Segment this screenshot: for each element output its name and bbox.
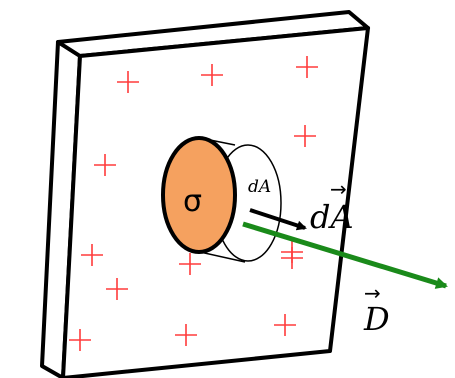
charged-disc: [161, 136, 237, 254]
sigma-label: σ: [183, 184, 202, 219]
gaussian-pillbox: [161, 136, 282, 263]
plus-charge: [117, 71, 139, 93]
plus-charge: [201, 64, 223, 86]
dA-vector-label: dA: [310, 198, 354, 236]
D-vector-arrow-accent: →: [364, 281, 381, 305]
plus-charge: [69, 329, 91, 351]
plus-charge: [179, 253, 201, 275]
plus-charge: [81, 244, 103, 266]
plus-charge: [106, 278, 128, 300]
dA-vector-arrow-accent: →: [330, 177, 347, 201]
dA-vector-arrow: [249, 208, 307, 231]
plus-charge: [294, 125, 316, 147]
plus-charge: [296, 56, 318, 78]
dA-small-label: dA: [248, 177, 271, 197]
plus-charge: [274, 314, 296, 336]
plus-charge: [281, 241, 303, 263]
plus-charge: [175, 324, 197, 346]
D-vector-arrow: [242, 221, 448, 289]
D-vector-label: D: [363, 300, 390, 338]
plus-charge: [94, 154, 116, 176]
